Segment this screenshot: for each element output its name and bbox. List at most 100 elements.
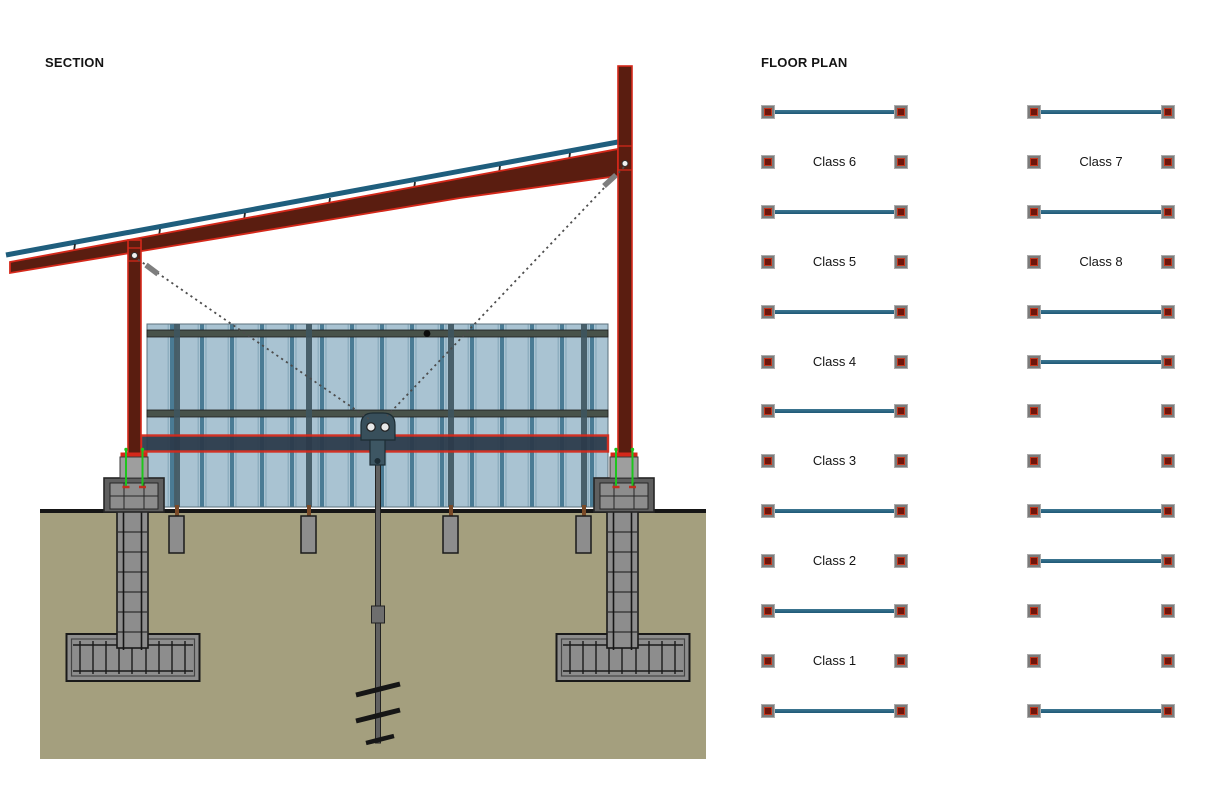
wall-post — [174, 324, 180, 507]
right-knee-pin — [621, 160, 629, 167]
floor-plan-bay-row — [761, 205, 908, 219]
wall-posts — [168, 324, 592, 554]
floor-plan-bay-row — [1027, 504, 1175, 518]
column-marker-core — [764, 507, 772, 515]
floor-plan-bay-row — [1027, 454, 1175, 468]
beam-line — [771, 509, 898, 513]
bracket-plate-hole — [374, 458, 381, 464]
column-marker-core — [764, 308, 772, 316]
helix-blade — [365, 733, 395, 746]
floor-plan-bay-row: Class 1 — [761, 654, 908, 668]
floor-plan-bay-row: Class 8 — [1027, 255, 1175, 269]
class-label: Class 2 — [812, 553, 857, 568]
floor-plan-bay-row — [761, 305, 908, 319]
column-marker — [761, 454, 775, 468]
class-label: Class 6 — [812, 154, 857, 169]
column-marker — [1161, 305, 1175, 319]
floor-plan-bay-row — [1027, 704, 1175, 718]
beam-line — [771, 210, 898, 214]
column-marker — [1161, 554, 1175, 568]
floor-plan-bay-row — [761, 704, 908, 718]
floor-plan-bay-row — [1027, 654, 1175, 668]
column-marker-core — [1030, 657, 1038, 665]
class-label: Class 1 — [812, 653, 857, 668]
wall-post — [581, 324, 587, 507]
column-marker — [1027, 704, 1041, 718]
beam-line — [1037, 360, 1165, 364]
column-marker — [1027, 205, 1041, 219]
column-marker-core — [764, 657, 772, 665]
column-marker-core — [1164, 258, 1172, 266]
column-marker-core — [897, 258, 905, 266]
pier-ties — [118, 531, 147, 633]
class-label: Class 4 — [812, 354, 857, 369]
column-marker-core — [897, 607, 905, 615]
column-marker-core — [1030, 108, 1038, 116]
column-marker-core — [1164, 507, 1172, 515]
column-marker-core — [897, 557, 905, 565]
column-marker — [761, 155, 775, 169]
beam-line — [1037, 310, 1165, 314]
column-marker-core — [1164, 208, 1172, 216]
column-marker-core — [1030, 607, 1038, 615]
column-marker — [894, 454, 908, 468]
column-marker-core — [1030, 358, 1038, 366]
column-marker — [761, 404, 775, 418]
beam-line — [1037, 509, 1165, 513]
column-marker — [1027, 155, 1041, 169]
column-marker-core — [897, 457, 905, 465]
floor-plan-bay-row — [761, 105, 908, 119]
column-marker-core — [764, 208, 772, 216]
rail-fastener-dot — [423, 330, 431, 337]
floor-plan-bay-row: Class 2 — [761, 554, 908, 568]
column-marker — [1027, 355, 1041, 369]
helix-blade — [355, 681, 401, 698]
bracket-body — [360, 412, 396, 441]
column-marker — [761, 355, 775, 369]
column-marker-core — [764, 158, 772, 166]
beam-line — [771, 310, 898, 314]
column-marker-core — [1164, 557, 1172, 565]
anchor-bolts — [125, 449, 144, 488]
column-marker-core — [897, 407, 905, 415]
left-turnbuckle — [144, 262, 160, 277]
bracket-eye-hole — [366, 422, 376, 432]
column-marker — [894, 654, 908, 668]
column-marker-core — [897, 707, 905, 715]
bracket-eye-hole — [380, 422, 390, 432]
column-marker — [1161, 654, 1175, 668]
column-marker-core — [1030, 158, 1038, 166]
column-marker — [1027, 255, 1041, 269]
left-steel-column — [127, 239, 142, 455]
column-marker — [761, 654, 775, 668]
beam-line — [771, 110, 898, 114]
left-footing-assembly — [65, 447, 201, 682]
column-marker-core — [1164, 358, 1172, 366]
column-marker-core — [897, 208, 905, 216]
beam-line — [1037, 210, 1165, 214]
column-marker-core — [897, 158, 905, 166]
floor-plan-bay-row — [1027, 604, 1175, 618]
bracket-plate — [369, 439, 386, 466]
floor-plan-bay-row — [1027, 355, 1175, 369]
column-marker — [761, 205, 775, 219]
floor-plan-bay-row — [1027, 105, 1175, 119]
column-marker-core — [764, 557, 772, 565]
column-marker — [1161, 205, 1175, 219]
right-turnbuckle — [602, 172, 618, 189]
column-marker-core — [764, 358, 772, 366]
column-marker — [1161, 255, 1175, 269]
footing-rebar-vertical — [79, 641, 186, 674]
column-marker-core — [764, 108, 772, 116]
floor-plan-bay-row: Class 6 — [761, 155, 908, 169]
beam-line — [1037, 709, 1165, 713]
column-marker-core — [1164, 657, 1172, 665]
column-marker — [1161, 704, 1175, 718]
floor-plan-bay-row — [1027, 554, 1175, 568]
column-marker — [761, 604, 775, 618]
column-marker — [761, 504, 775, 518]
column-marker-core — [897, 308, 905, 316]
column-marker — [761, 305, 775, 319]
post-stub — [449, 505, 453, 517]
